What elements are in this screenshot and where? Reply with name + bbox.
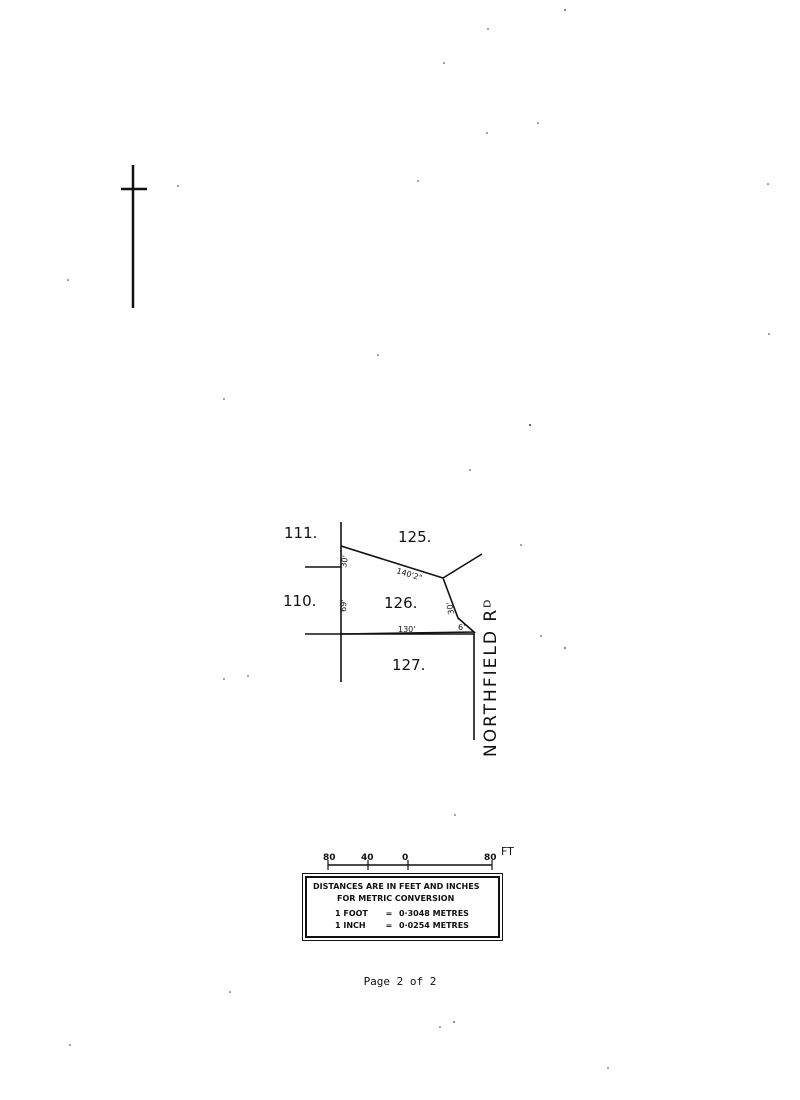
scale-bar: 80 40 0 80 FT — [323, 845, 514, 870]
legend-row-foot: 1 FOOT = 0·3048 METRES — [335, 908, 469, 920]
legend-foot-value: 0·3048 METRES — [399, 909, 469, 918]
legend-line-1: DISTANCES ARE IN FEET AND INCHES — [313, 882, 480, 891]
dimension-left-edge: 69' — [339, 599, 348, 612]
lot-label-111: 111. — [284, 524, 317, 542]
lot-boundaries — [305, 522, 483, 740]
dimension-bottom-edge: 130' — [398, 625, 415, 634]
dimension-top-left: 30' — [339, 555, 350, 569]
lot-label-110: 110. — [283, 592, 316, 610]
legend-row-inch: 1 INCH = 0·0254 METRES — [335, 920, 469, 932]
legend-inch-value: 0·0254 METRES — [399, 921, 469, 930]
road-label-northfield: NORTHFIELD Rᴰ — [481, 598, 501, 757]
page-number: Page 2 of 2 — [363, 975, 437, 988]
scale-tick-0: 80 — [323, 853, 336, 863]
lot-label-127: 127. — [392, 656, 425, 674]
dimension-corner: 6' — [458, 623, 465, 632]
scale-unit: FT — [501, 845, 514, 858]
metric-conversion-legend: DISTANCES ARE IN FEET AND INCHES FOR MET… — [302, 873, 503, 941]
scale-tick-3: 80 — [484, 853, 497, 863]
legend-foot-equals: = — [385, 909, 393, 918]
scale-tick-1: 40 — [361, 853, 374, 863]
lot-label-126: 126. — [384, 594, 417, 612]
dimension-top-edge: 140'2" — [395, 566, 423, 582]
lot-label-125: 125. — [398, 528, 431, 546]
scan-specks — [67, 9, 770, 1069]
scale-tick-2: 0 — [402, 853, 408, 863]
legend-inch-label: 1 INCH — [335, 921, 366, 930]
legend-foot-label: 1 FOOT — [335, 909, 368, 918]
north-arrow-icon — [121, 165, 147, 308]
dimension-right-edge: 30' — [445, 601, 456, 615]
legend-line-2: FOR METRIC CONVERSION — [337, 894, 455, 903]
legend-inch-equals: = — [385, 921, 393, 930]
